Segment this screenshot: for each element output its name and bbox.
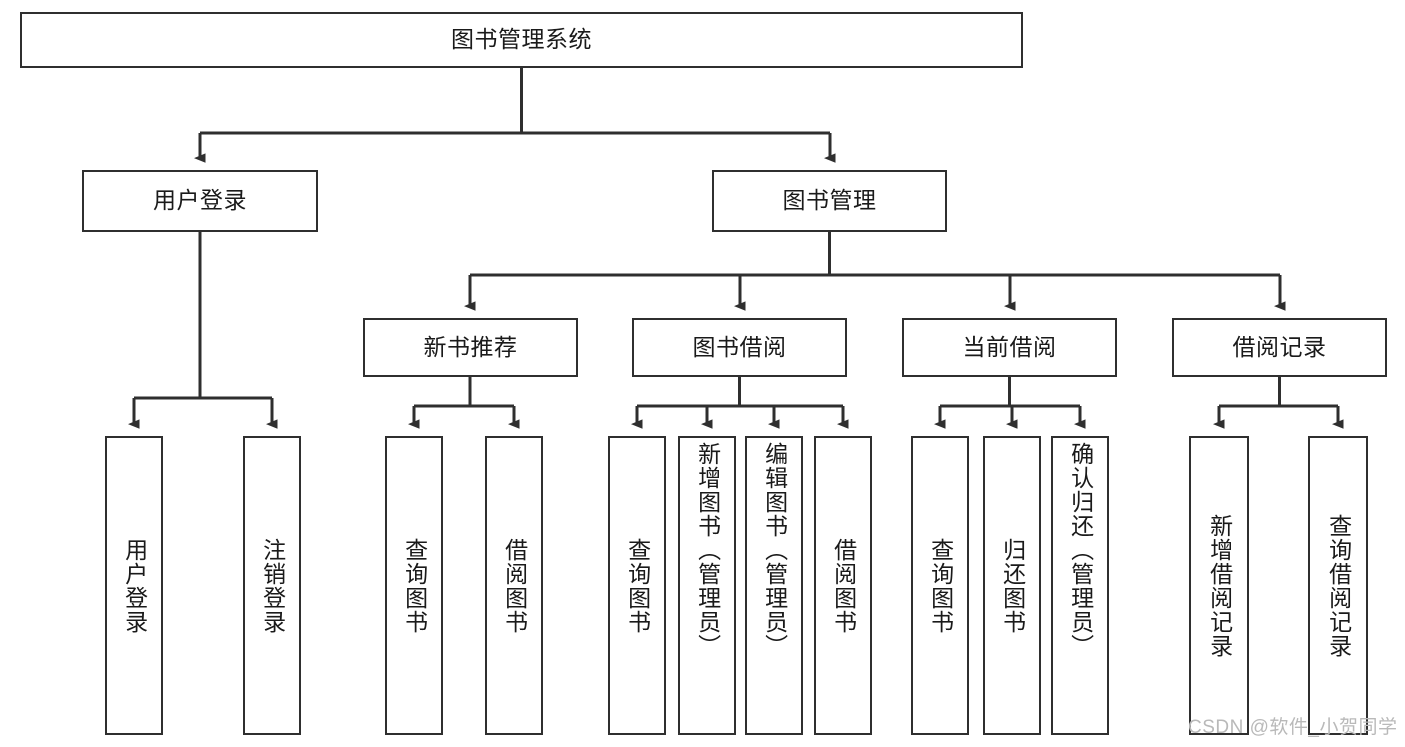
node-leaf-label: 查询图书: [927, 537, 954, 634]
node-level2-user-login[interactable]: 用户登录: [82, 170, 318, 232]
node-leaf-label: 查询借阅记录: [1325, 513, 1352, 658]
node-level3-current-borrow[interactable]: 当前借阅: [902, 318, 1117, 377]
node-level2-book-management-label: 图书管理: [782, 187, 877, 214]
node-level3-book-borrow[interactable]: 图书借阅: [632, 318, 847, 377]
node-leaf-label: 借阅图书: [830, 537, 857, 634]
node-leaf-label: 编辑图书（管理员）: [761, 442, 788, 658]
node-leaf[interactable]: 新增图书（管理员）: [678, 436, 736, 735]
node-leaf[interactable]: 查询图书: [385, 436, 443, 735]
node-leaf-label: 新增借阅记录: [1206, 513, 1233, 658]
node-leaf[interactable]: 查询借阅记录: [1308, 436, 1368, 735]
node-leaf[interactable]: 借阅图书: [814, 436, 872, 735]
node-level3-book-borrow-label: 图书借阅: [692, 333, 787, 360]
node-leaf-label: 借阅图书: [501, 537, 528, 634]
node-root-label: 图书管理系统: [451, 26, 592, 53]
node-leaf-label: 注销登录: [259, 537, 286, 634]
node-leaf-label: 用户登录: [121, 537, 148, 634]
node-level2-book-management[interactable]: 图书管理: [712, 170, 947, 232]
csdn-watermark: CSDN @软件_小贺同学: [1188, 717, 1398, 738]
node-leaf[interactable]: 归还图书: [983, 436, 1041, 735]
node-leaf[interactable]: 编辑图书（管理员）: [745, 436, 803, 735]
node-leaf[interactable]: 注销登录: [243, 436, 301, 735]
node-leaf-label: 查询图书: [624, 537, 651, 634]
node-leaf[interactable]: 新增借阅记录: [1189, 436, 1249, 735]
node-leaf[interactable]: 查询图书: [911, 436, 969, 735]
node-leaf-label: 归还图书: [999, 537, 1026, 634]
node-root[interactable]: 图书管理系统: [20, 12, 1023, 68]
node-level3-new-book-recommend[interactable]: 新书推荐: [363, 318, 578, 377]
node-leaf-label: 新增图书（管理员）: [694, 442, 721, 658]
node-leaf[interactable]: 用户登录: [105, 436, 163, 735]
node-level2-user-login-label: 用户登录: [153, 187, 247, 214]
node-leaf[interactable]: 查询图书: [608, 436, 666, 735]
node-level3-borrow-record-label: 借阅记录: [1232, 333, 1327, 360]
node-leaf-label: 查询图书: [401, 537, 428, 634]
node-level3-borrow-record[interactable]: 借阅记录: [1172, 318, 1387, 377]
node-leaf[interactable]: 借阅图书: [485, 436, 543, 735]
node-leaf[interactable]: 确认归还（管理员）: [1051, 436, 1109, 735]
node-level3-new-book-recommend-label: 新书推荐: [423, 333, 518, 360]
node-level3-current-borrow-label: 当前借阅: [962, 333, 1057, 360]
node-leaf-label: 确认归还（管理员）: [1067, 442, 1094, 658]
